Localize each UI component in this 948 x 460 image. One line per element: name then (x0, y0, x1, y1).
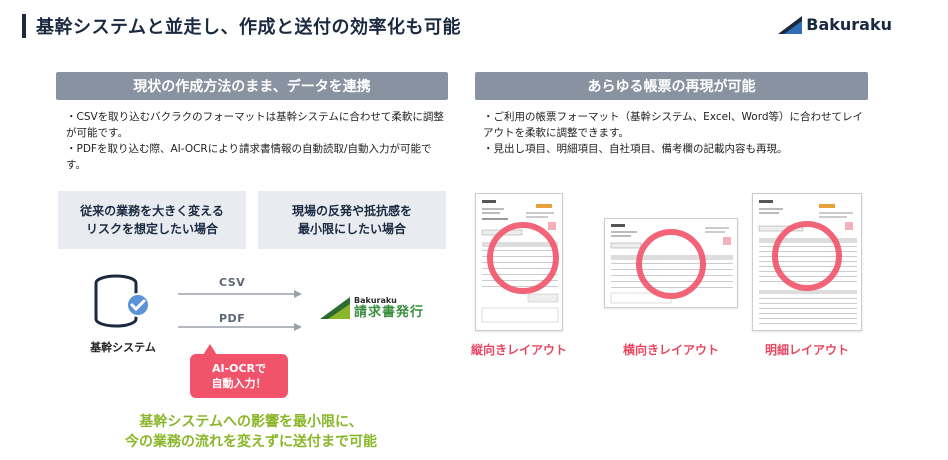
scenario-card-risk: 従来の業務を大きく変える リスクを想定したい場合 (58, 191, 246, 249)
right-bullet-list: ・ご利用の帳票フォーマット（基幹システム、Excel、Word等）に合わせてレイ… (483, 109, 863, 157)
layout-label-landscape: 横向きレイアウト (622, 343, 719, 357)
bullet-item: ・見出し項目、明細項目、自社項目、備考欄の記載内容も再現。 (483, 143, 788, 155)
bakuraku-logo: Bakuraku (778, 15, 892, 34)
title-accent-bar (22, 14, 26, 38)
invoice-thumbnail (481, 200, 559, 323)
callout-line: AI-OCRで (211, 362, 267, 375)
arrow-right-icon (178, 323, 302, 331)
csv-arrow-label: CSV (219, 276, 246, 289)
bullet-item: ・CSVを取り込むバクラクのフォーマットは基幹システムに合わせて柔軟に調整が可能… (66, 111, 444, 139)
invoice-product-logo: Bakuraku 請求書発行 (320, 296, 424, 320)
bullet-item: ・ご利用の帳票フォーマット（基幹システム、Excel、Word等）に合わせてレイ… (483, 111, 863, 139)
red-circle-highlight-icon (487, 222, 559, 294)
bullet-item: ・PDFを取り込む際、AI-OCRにより請求書情報の自動読取/自動入力が可能です… (66, 143, 432, 171)
ai-ocr-callout: AI-OCRで 自動入力！ (190, 354, 288, 398)
product-name: 請求書発行 (354, 305, 425, 320)
summary-line: 今の業務の流れを変えずに送付まで可能 (125, 434, 377, 450)
scenario-line: 現場の反発や抵抗感を (291, 204, 412, 218)
left-bullet-list: ・CSVを取り込むバクラクのフォーマットは基幹システムに合わせて柔軟に調整が可能… (66, 109, 446, 173)
scenario-line: 最小限にしたい場合 (297, 222, 406, 236)
brand-name: Bakuraku (806, 15, 892, 34)
summary-message: 基幹システムへの影響を最小限に、 今の業務の流れを変えずに送付まで可能 (96, 412, 406, 452)
invoice-thumbnail (610, 224, 733, 304)
detail-invoice-sample (752, 193, 862, 331)
callout-tail (203, 344, 217, 355)
pdf-arrow-label: PDF (219, 312, 246, 325)
scenario-card-resistance: 現場の反発や抵抗感を 最小限にしたい場合 (258, 191, 446, 249)
bakuraku-logo-icon (778, 15, 803, 34)
scenario-line: リスクを想定したい場合 (85, 222, 218, 236)
bakuraku-logo-icon (320, 297, 350, 319)
source-system-label: 基幹システム (90, 341, 156, 354)
layout-label-detail: 明細レイアウト (764, 343, 849, 357)
scenario-line: 従来の業務を大きく変える (80, 204, 224, 218)
landscape-invoice-sample (604, 218, 738, 308)
page-title: 基幹システムと並走し、作成と送付の効率化も可能 (36, 17, 461, 38)
callout-line: 自動入力！ (211, 377, 267, 390)
section-heading-data-link: 現状の作成方法のまま、データを連携 (56, 72, 448, 100)
product-brand: Bakuraku (354, 296, 397, 305)
invoice-thumbnail (758, 200, 857, 324)
database-check-icon (94, 274, 150, 328)
portrait-invoice-sample (475, 193, 563, 331)
red-circle-highlight-icon (636, 229, 706, 299)
section-heading-forms: あらゆる帳票の再現が可能 (475, 72, 868, 100)
red-circle-highlight-icon (772, 221, 842, 291)
summary-line: 基幹システムへの影響を最小限に、 (139, 414, 363, 430)
arrow-right-icon (178, 290, 302, 298)
layout-label-portrait: 縦向きレイアウト (470, 343, 567, 357)
